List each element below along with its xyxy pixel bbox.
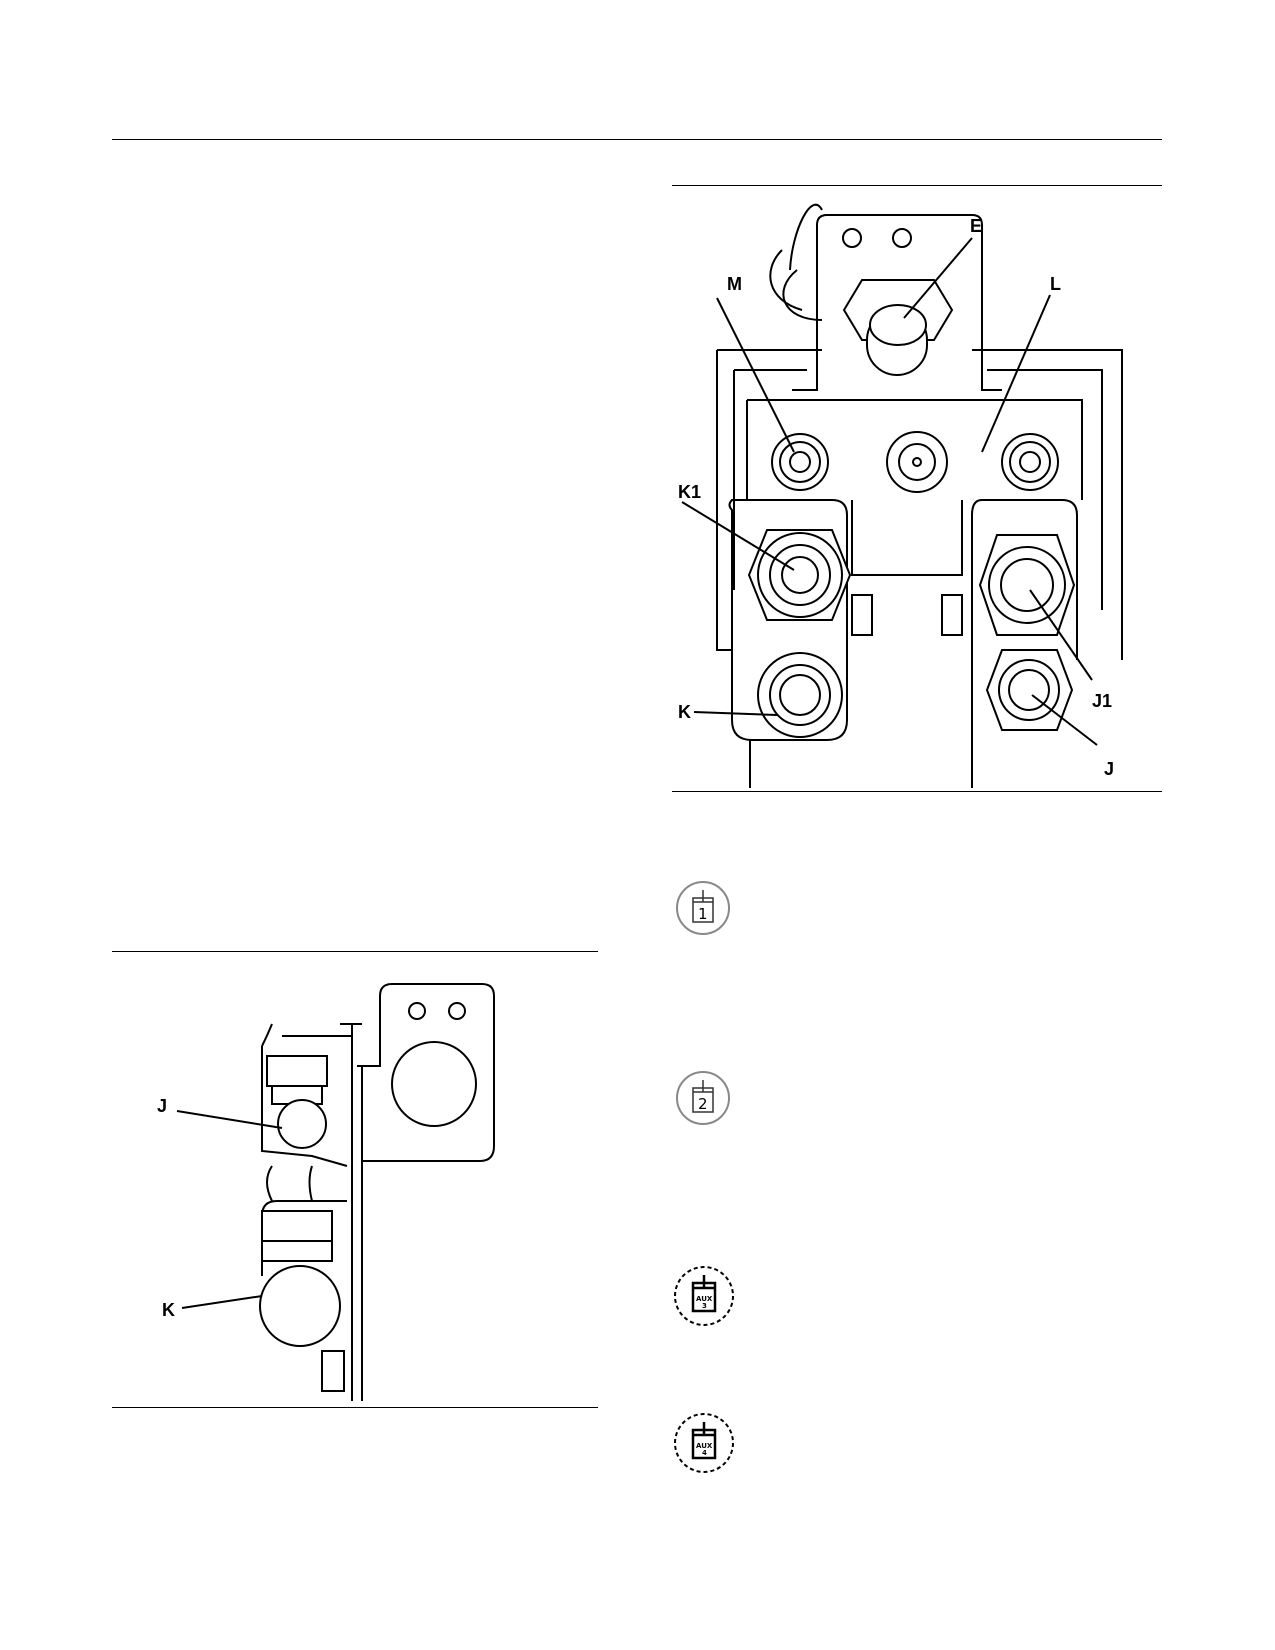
figure-left-rule-lower [112,1407,598,1408]
aux-4-icon: AUX 4 [674,1413,734,1473]
svg-text:3: 3 [702,1302,707,1310]
svg-text:4: 4 [702,1449,707,1457]
callout-l: L [1050,274,1061,294]
callout-k: K [678,702,691,722]
svg-text:1: 1 [698,905,708,923]
figure-left-rule-upper [112,951,598,952]
callout-j: J [1104,759,1114,779]
callout-k-side: K [162,1300,175,1320]
figure-top-rule-upper [672,185,1162,186]
svg-text:2: 2 [698,1095,708,1113]
callout-m: M [727,274,742,294]
page-header-rule [112,139,1162,140]
svg-text:AUX: AUX [696,1442,713,1450]
coupler-panel-illustration: E M L K1 K J1 J [678,203,1123,788]
aux-3-icon: AUX 3 [674,1266,734,1326]
callout-e: E [970,216,982,236]
callout-j-side: J [157,1096,167,1116]
svg-text:AUX: AUX [696,1295,713,1303]
callout-k1: K1 [678,482,701,502]
circuit-1-icon: 1 [676,881,730,935]
callout-j1: J1 [1092,691,1112,711]
coupler-side-view-illustration: J K [157,983,495,1401]
figure-top-rule-lower [672,791,1162,792]
circuit-2-icon: 2 [676,1071,730,1125]
